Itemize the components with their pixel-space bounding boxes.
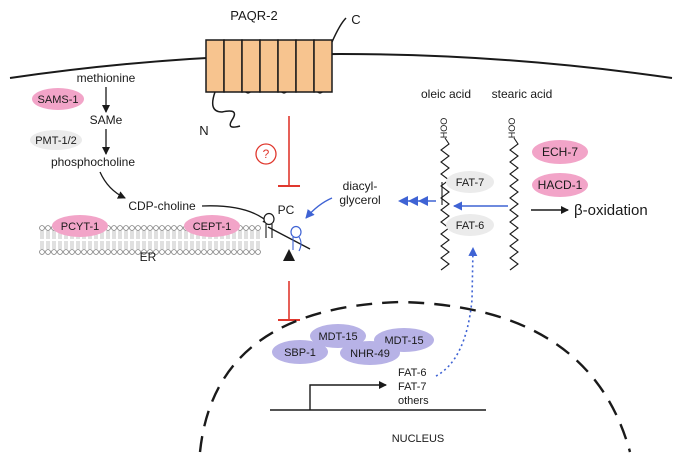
plasma-membrane xyxy=(9,53,673,79)
cdp-choline-label: CDP-choline xyxy=(128,199,196,213)
paqr2-protein: PAQR-2 C N xyxy=(199,8,360,138)
fat6-label: FAT-6 xyxy=(456,220,485,232)
nhr49-factor: NHR-49 xyxy=(340,341,400,365)
paqr2-n-tail xyxy=(211,91,241,128)
same-label: SAMe xyxy=(90,113,123,127)
paqr2-c-tail xyxy=(331,17,347,43)
oleic-acid-chain xyxy=(440,137,450,271)
mdt15-a-factor: MDT-15 xyxy=(310,324,366,348)
target-others-label: others xyxy=(398,395,429,407)
dotted-induction-arrow xyxy=(435,247,478,377)
mdt15-b-label: MDT-15 xyxy=(384,335,423,347)
stearic-acid-chain xyxy=(509,137,519,271)
nuclear-envelope xyxy=(198,300,632,453)
arrow-phosphocholine-cdp xyxy=(99,171,126,199)
ech7-enzyme: ECH-7 xyxy=(532,140,588,164)
er-label: ER xyxy=(140,250,157,264)
phosphocholine-label: phosphocholine xyxy=(51,155,135,169)
fat7-enzyme: FAT-7 xyxy=(446,171,494,193)
mdt15-a-label: MDT-15 xyxy=(318,331,357,343)
stearic-acid-label: stearic acid xyxy=(492,87,553,101)
pmt-label: PMT-1/2 xyxy=(35,135,77,147)
paqr2-label: PAQR-2 xyxy=(230,8,277,23)
question-circle-icon: ? xyxy=(255,143,277,165)
transcription-arrow-icon xyxy=(309,381,387,410)
sbp1-factor: SBP-1 xyxy=(272,340,328,364)
sams1-enzyme: SAMS-1 xyxy=(32,88,84,110)
target-fat6-label: FAT-6 xyxy=(398,367,427,379)
target-fat7-label: FAT-7 xyxy=(398,381,427,393)
oleic-hoo-label: HOO xyxy=(439,118,449,139)
methionine-label: methionine xyxy=(77,71,136,85)
hacd1-enzyme: HACD-1 xyxy=(532,173,588,197)
n-terminus-label: N xyxy=(199,123,208,138)
nucleus-label: NUCLEUS xyxy=(392,433,445,445)
question-label: ? xyxy=(263,147,270,161)
sams1-label: SAMS-1 xyxy=(38,94,79,106)
pcyt1-enzyme: PCYT-1 xyxy=(52,215,108,237)
cept1-label: CEPT-1 xyxy=(193,221,232,233)
stearic-hoo-label: HOO xyxy=(507,118,517,139)
diacyl-label-2: glycerol xyxy=(339,193,380,207)
pc-label: PC xyxy=(278,203,295,217)
cept1-enzyme: CEPT-1 xyxy=(184,215,240,237)
oleic-acid-label: oleic acid xyxy=(421,87,471,101)
arrow-dag-pc xyxy=(305,197,333,219)
beta-oxidation-label: β-oxidation xyxy=(574,202,648,219)
ech7-label: ECH-7 xyxy=(542,145,578,159)
pmt-enzyme: PMT-1/2 xyxy=(30,130,82,150)
fat7-label: FAT-7 xyxy=(456,177,485,189)
sbp1-label: SBP-1 xyxy=(284,347,316,359)
fat6-enzyme: FAT-6 xyxy=(446,214,494,236)
hacd1-label: HACD-1 xyxy=(538,178,583,192)
pcyt1-label: PCYT-1 xyxy=(61,221,100,233)
triple-arrow-icon xyxy=(398,196,436,206)
diacyl-label-1: diacyl- xyxy=(343,179,378,193)
c-terminus-label: C xyxy=(351,12,360,27)
seesaw-icon xyxy=(263,212,311,261)
nhr49-label: NHR-49 xyxy=(350,348,390,360)
